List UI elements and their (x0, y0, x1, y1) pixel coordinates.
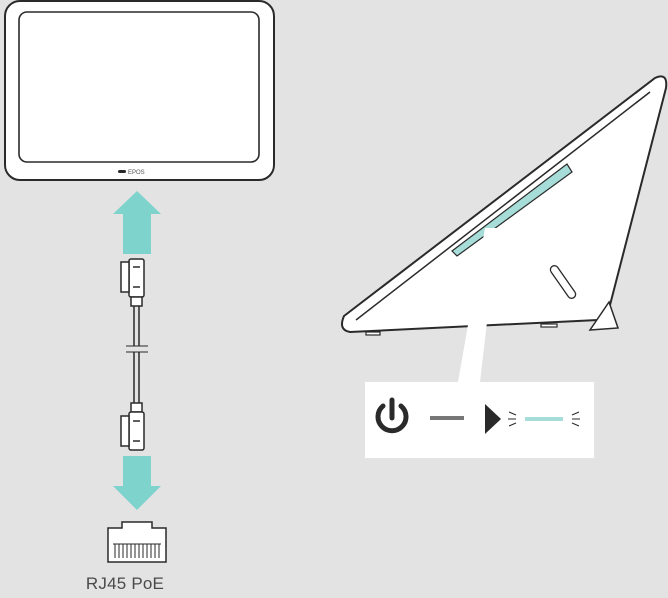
power-icon (375, 397, 409, 434)
callout-leader (458, 228, 498, 382)
tablet-stand-side (341, 75, 668, 336)
led-status-callout (365, 382, 594, 458)
led-strip (451, 163, 573, 257)
tablet-logo-icon (118, 170, 126, 173)
rj45-socket-icon (107, 521, 167, 563)
down-arrow-icon (113, 456, 161, 510)
dash-icon (430, 416, 464, 420)
up-arrow-icon (113, 191, 161, 254)
tablet-device: EPOS (4, 0, 275, 181)
ethernet-cable (120, 258, 148, 451)
play-arrow-icon (485, 404, 501, 434)
glowing-led-icon (508, 411, 580, 427)
rj45-poe-label: RJ45 PoE (85, 574, 165, 593)
tablet-brand-text: EPOS (128, 170, 145, 176)
